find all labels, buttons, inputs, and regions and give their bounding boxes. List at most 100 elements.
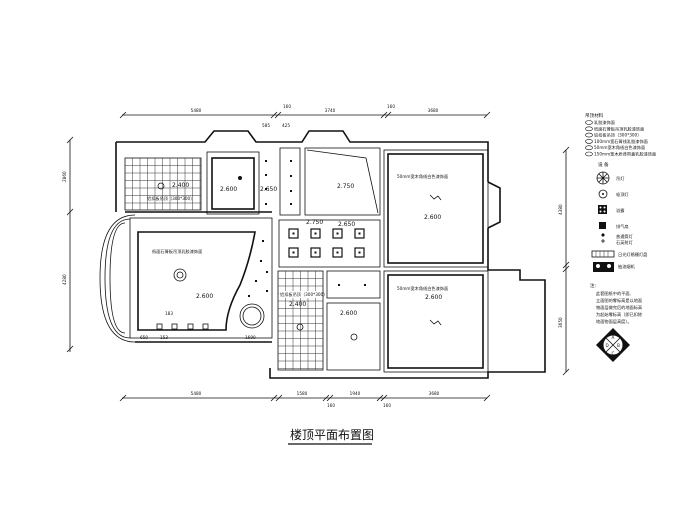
dim-label: 425 [282,123,290,128]
dim-label: 1940 [350,391,361,396]
material-item: 100mm宽石膏线乳胶漆饰面 [594,138,648,145]
bedroom-2: 50mm宽木角线白色漆饰面 2.600 [383,270,489,373]
dim-label: 585 [262,123,270,128]
dim-label: 1580 [297,391,308,396]
dim-label: 160 [387,104,395,109]
height-label: 2.750 [306,219,323,226]
material-item: 纸面石膏板吊顶乳胶漆饰面 [594,125,644,132]
spotlight-box [310,247,321,258]
materials-title: 吊顶材料 [585,112,604,119]
dim-label: 4280 [62,274,67,285]
material-item: 150mm宽木质背带盒乳胶漆饰面 [594,151,656,158]
corridor [279,147,301,216]
note-line: 物面层做完后的地面标高 [596,304,642,311]
spotlight-icon [601,239,605,243]
note-line: 立面图的零标高是以地面 [596,297,642,304]
equipment-label: 排气扇 [616,223,629,230]
note-line: 为起始零标高（即已扣除 [596,311,643,318]
dining-room: 2.750 [304,147,381,216]
ceiling-note: 纸面石膏板吊顶乳胶漆饰面 [152,248,202,255]
height-label: 2.600 [425,294,442,301]
ceiling-note: 铝扣板吊顶（300*300） [147,195,194,202]
bathroom: 铝扣板吊顶（300*300） 2.400 [277,270,327,371]
equipment-label: 抽油烟机 [618,263,636,270]
material-symbol-icon [585,126,593,132]
dim-label: 160 [327,403,335,408]
dim-label: 3680 [428,108,439,113]
walls [99,130,546,379]
right-dimension: 4380 3650 [558,146,570,376]
height-label: 2.650 [338,221,355,228]
dim-label: 183 [165,311,173,316]
index-label: A [612,335,615,340]
note-line: 此套图纸中的平面、 [596,290,634,297]
spotlight-box [354,228,365,239]
material-symbol-icon [585,145,593,150]
spotlight-box [288,247,299,258]
material-symbol-icon [585,132,593,138]
dim-label: 5480 [191,108,202,113]
spotlight-area: 2.750 2.650 [278,219,381,268]
material-symbol-icon [585,151,593,157]
spotlight-box [332,228,343,239]
dim-label: 3740 [325,108,336,113]
index-label: B [617,343,620,348]
equipment-label: 日光灯格栅灯盘 [618,251,647,258]
material-item: 铝扣板吊顶（300*300） [594,132,641,139]
spotlight-box [288,228,299,239]
downlight-icon [601,233,605,237]
equipment-label: 吊灯 [616,175,625,182]
dim-label: 650 [140,335,148,340]
range-hood-icon [593,262,614,272]
index-symbol: A B C D [596,328,630,362]
small-room: 2.600 [326,270,381,371]
ceiling-note: 铝扣板吊顶（300*300） [280,291,327,298]
dim-label: 5480 [191,391,202,396]
dim-label: 2860 [62,171,67,182]
spotlight-box [332,247,343,258]
dim-label: 160 [383,403,391,408]
ceiling-note: 50mm宽木角线白色漆饰面 [397,285,448,292]
index-label: D [606,343,609,348]
equipment-label: 浴霸 [616,207,624,214]
height-label: 2.650 [260,186,277,193]
dim-label: 4380 [558,204,563,215]
material-symbol-icon [585,120,593,125]
height-label: 2.600 [424,214,441,221]
dim-label: 153 [160,335,168,340]
legend: 吊顶材料 乳胶漆饰面纸面石膏板吊顶乳胶漆饰面铝扣板吊顶（300*300）100m… [585,112,656,272]
bedroom-1: 50mm宽木角线白色漆饰面 2.600 [383,149,489,268]
living-room: 纸面石膏板吊顶乳胶漆饰面 2.600 183 650 153 1690 [129,217,273,340]
material-item: 乳胶漆饰面 [594,119,615,126]
dim-label: 160 [283,104,291,109]
note-line: 地面物面层高度）。 [596,318,632,325]
dim-label: 1690 [245,335,256,340]
room-2: 2.600 2.650 [206,151,277,215]
notes-label: 注: [590,282,597,289]
drawing-title: 楼顶平面布置图 [290,427,374,442]
dim-label: 3650 [558,317,563,328]
ceiling-light-icon [598,189,608,199]
exhaust-fan-icon [599,222,606,229]
ceiling-note: 50mm宽木角线白色漆饰面 [397,173,448,180]
bath-heater-icon [598,205,607,214]
dim-label: 3680 [429,391,440,396]
material-item: 50mm宽木角线白色漆饰面 [594,144,645,151]
top-dimension: 5480 160 3740 160 3680 585 425 [119,104,491,128]
equipment-label: 吸顶灯 [616,191,629,198]
height-label: 2.750 [337,183,354,190]
height-label: 2.600 [196,293,213,300]
bottom-dimension: 5480 1580 1940 3680 160 160 [119,391,491,408]
kitchen-room: 2.400 铝扣板吊顶（300*300） [124,157,202,211]
equipment-title: 设 备 [598,161,609,168]
left-dimension: 2860 4280 [62,136,74,353]
height-label: 2.600 [220,186,237,193]
height-label: 2.400 [172,182,189,189]
spotlight-box [310,228,321,239]
notes: 注: 此套图纸中的平面、立面图的零标高是以地面物面层做完后的地面标高为起始零标高… [590,282,643,325]
equipment-label: 石英射灯 [616,239,634,246]
chandelier-icon [596,171,610,185]
material-symbol-icon [585,139,593,144]
spotlight-box [354,247,365,258]
